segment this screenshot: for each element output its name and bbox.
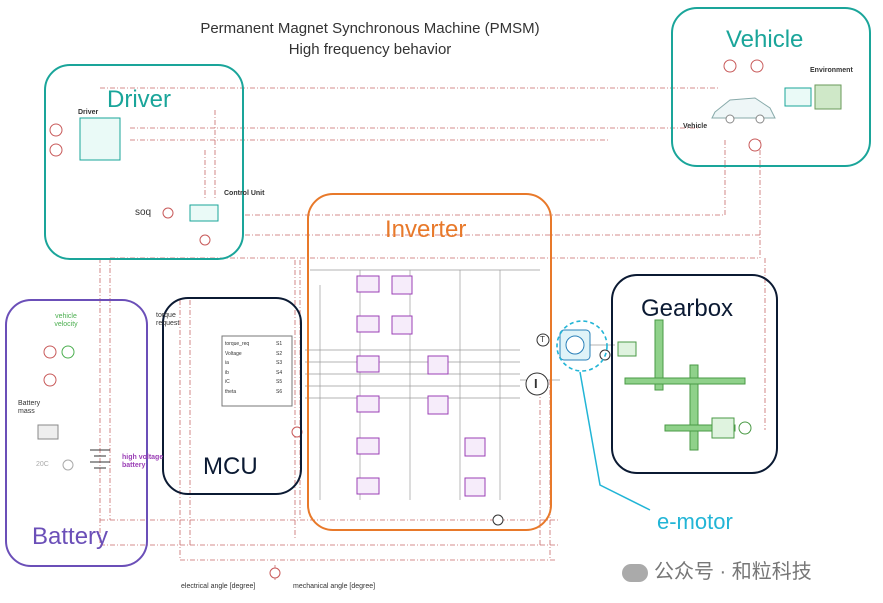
vehicle-label: Vehicle <box>726 26 804 53</box>
mcu-block <box>162 297 302 495</box>
inverter-block <box>307 193 552 531</box>
gearbox-label: Gearbox <box>641 295 734 322</box>
vehicle-block <box>671 7 871 167</box>
mcu-port-out: S3 <box>276 360 283 366</box>
mcu-port-out: S2 <box>276 350 283 357</box>
mechanical-angle-label: mechanical angle [degree] <box>293 583 376 590</box>
watermark: 公众号 · 和粒科技 <box>622 555 812 584</box>
diagram-title-line2: High frequency behavior <box>288 41 452 58</box>
vehicle-velocity-label: vehicle velocity <box>54 313 78 328</box>
driver-label: Driver <box>107 86 171 113</box>
driver-components <box>49 117 219 246</box>
gearbox-block <box>611 274 778 474</box>
e-motor-label: e-motor <box>657 509 733 534</box>
mcu-port-in: theta <box>225 388 237 395</box>
mcu-function-block <box>221 335 293 407</box>
battery-mass-label: Battery mass <box>18 400 41 415</box>
motor-torque-symbol: T <box>540 335 545 344</box>
inverter-label: Inverter <box>385 216 467 243</box>
driver-small-label: Driver <box>78 109 99 116</box>
diagram-title-line1: Permanent Magnet Synchronous Machine (PM… <box>200 20 540 37</box>
soc-label: soq <box>135 207 152 218</box>
mcu-input-ports: torque_req Voltage ia ib iC theta <box>225 340 249 397</box>
mcu-port-out: S6 <box>276 388 283 395</box>
e-motor-highlight <box>556 320 608 372</box>
wechat-icon <box>622 563 648 582</box>
battery-components <box>37 345 110 471</box>
vehicle-components <box>711 59 842 152</box>
driver-block <box>44 64 244 260</box>
torque-request-label: torque request <box>156 312 180 327</box>
watermark-text: 公众号 · 和粒科技 <box>654 561 812 583</box>
mcu-output-ports: S1 S2 S3 S4 S5 S6 <box>276 340 282 397</box>
mcu-port-in: Voltage <box>225 350 242 357</box>
mcu-port-in: iC <box>225 379 230 385</box>
temperature-label: 20C <box>36 461 49 468</box>
electrical-angle-label: electrical angle [degree] <box>181 583 256 590</box>
mcu-label: MCU <box>203 453 258 480</box>
mcu-port-out: S1 <box>276 341 283 347</box>
battery-label: Battery <box>32 523 109 550</box>
inverter-switches <box>356 275 486 497</box>
high-voltage-battery-label: high voltage battery <box>122 454 164 469</box>
current-sensor-symbol: I <box>534 376 538 391</box>
gearbox-components <box>617 319 752 451</box>
mcu-port-in: ia <box>225 360 229 366</box>
mcu-port-in: ib <box>225 369 229 376</box>
mcu-port-in: torque_req <box>225 341 250 347</box>
mcu-port-out: S4 <box>276 369 283 376</box>
control-unit-label: Control Unit <box>224 190 265 197</box>
environment-label: Environment <box>810 67 853 74</box>
battery-block <box>5 299 148 567</box>
vehicle-small-label: Vehicle <box>683 123 708 130</box>
current-sensor <box>525 372 549 396</box>
mcu-port-out: S5 <box>276 379 283 385</box>
